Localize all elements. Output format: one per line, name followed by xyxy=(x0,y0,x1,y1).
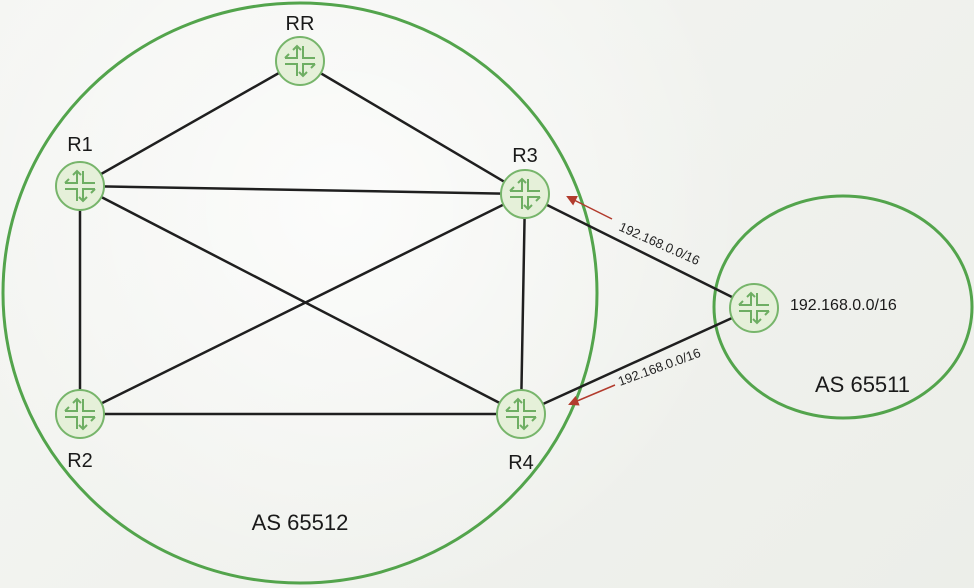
as-65511-label: AS 65511 xyxy=(815,372,910,397)
router-icon xyxy=(64,397,96,431)
router-r3-body xyxy=(500,169,550,219)
link-r1-r3 xyxy=(78,184,527,196)
advertisement-arrow-to-r4 xyxy=(568,384,616,406)
link-r1-r4 xyxy=(78,184,523,416)
as-65511-boundary xyxy=(712,194,974,420)
link-r3-ext xyxy=(523,192,756,310)
router-r4-body xyxy=(496,389,546,439)
router-label-r2: R2 xyxy=(67,450,93,472)
routers-layer xyxy=(55,36,779,439)
as-65512-boundary xyxy=(1,1,599,585)
router-r1[interactable] xyxy=(55,161,105,211)
router-icon xyxy=(509,177,541,211)
links-layer xyxy=(78,59,756,416)
router-r1-body xyxy=(55,161,105,211)
router-label-r3: R3 xyxy=(512,145,538,167)
link-r4-ext xyxy=(519,306,756,416)
router-icon xyxy=(505,397,537,431)
router-icon xyxy=(284,44,316,78)
link-r3-r4 xyxy=(519,192,527,416)
router-rr-body xyxy=(275,36,325,86)
router-rr[interactable] xyxy=(275,36,325,86)
external-prefix-label: 192.168.0.0/16 xyxy=(790,297,897,314)
router-r2[interactable] xyxy=(55,389,105,439)
labels-layer: RR R1 R2 R3 R4 192.168.0.0/16 AS 65511 A… xyxy=(67,13,910,535)
router-label-r4: R4 xyxy=(508,452,534,474)
router-r3[interactable] xyxy=(500,169,550,219)
router-ext-body xyxy=(729,283,779,333)
router-label-rr: RR xyxy=(286,13,315,35)
router-r4[interactable] xyxy=(496,389,546,439)
router-icon xyxy=(738,291,770,325)
router-r2-body xyxy=(55,389,105,439)
router-ext[interactable] xyxy=(729,283,779,333)
link-rr-r1 xyxy=(78,59,302,188)
router-icon xyxy=(64,169,96,203)
router-label-r1: R1 xyxy=(67,134,93,156)
link-r2-r3 xyxy=(78,192,527,416)
link-rr-r3 xyxy=(298,59,527,196)
advertisement-arrow-to-r3 xyxy=(566,196,613,220)
as-65512-label: AS 65512 xyxy=(252,510,349,535)
